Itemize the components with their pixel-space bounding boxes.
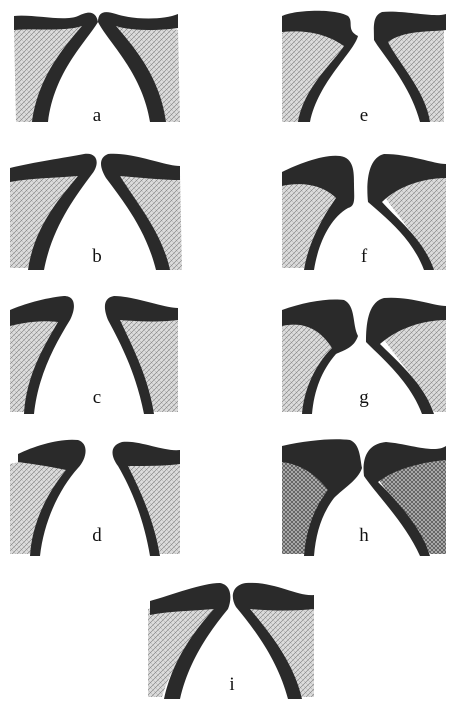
panel-e-label: e (344, 106, 384, 126)
right-fill (382, 28, 444, 122)
panel-g-label: g (344, 388, 384, 408)
panel-c-label: c (77, 388, 117, 408)
panel-h-label: h (344, 526, 384, 546)
panel-f-label: f (344, 247, 384, 267)
panel-i-label: i (212, 675, 252, 695)
panel-b-label: b (77, 247, 117, 267)
panel-d-label: d (77, 526, 117, 546)
panel-a-label: a (77, 106, 117, 126)
